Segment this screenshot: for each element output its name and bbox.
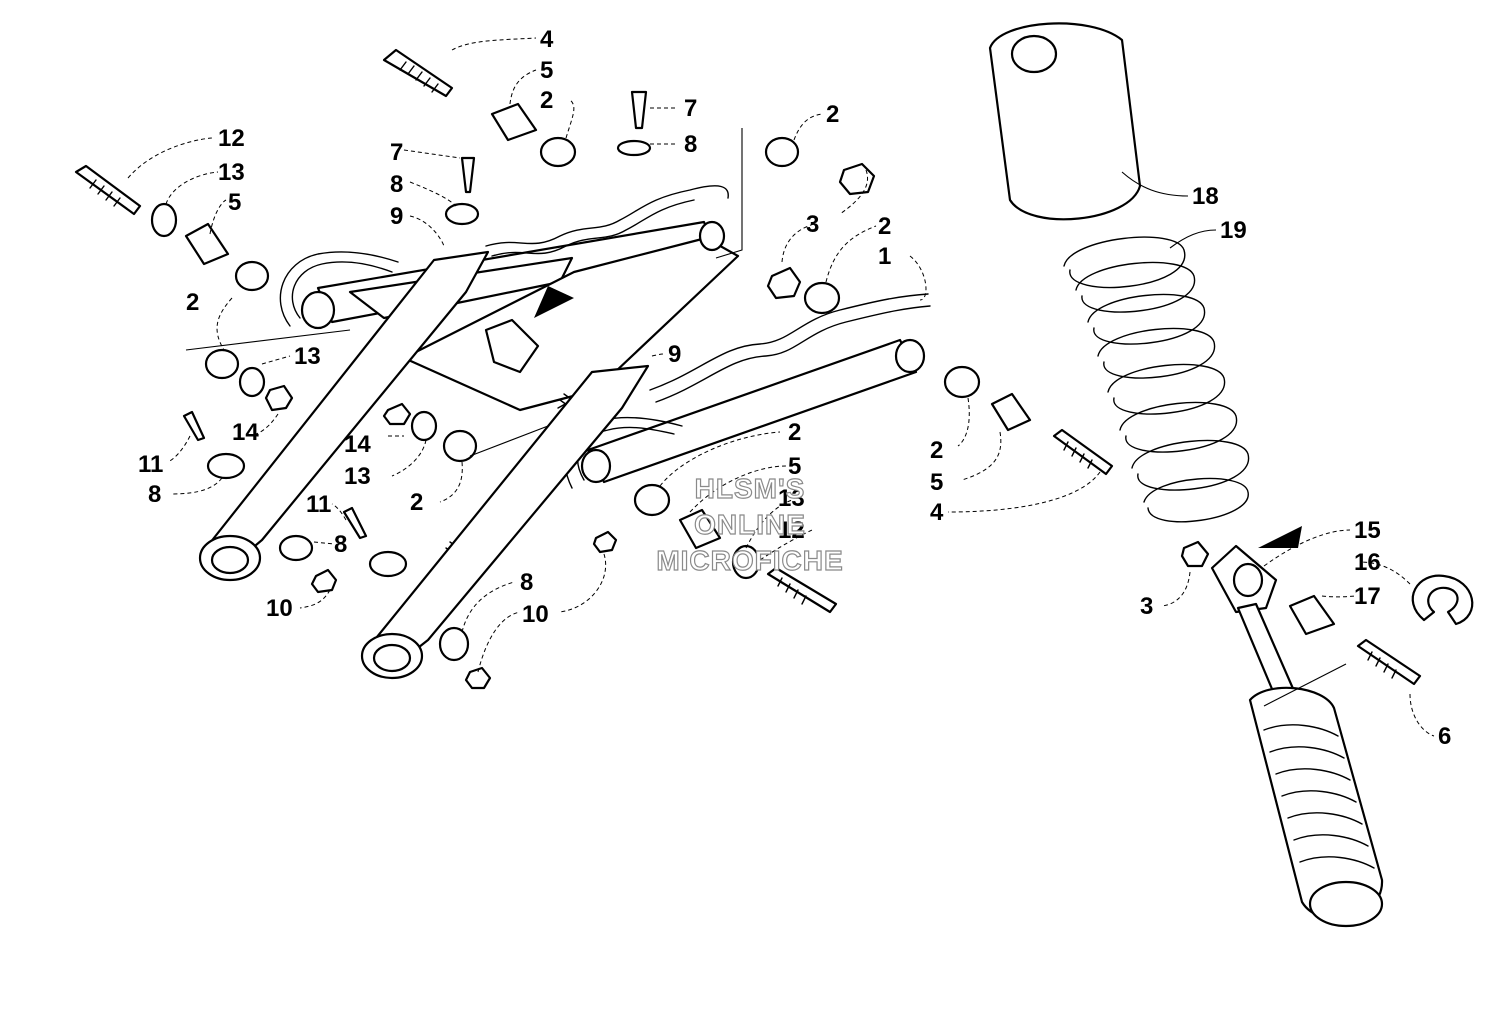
callout-13-lower-left: 13 [294, 343, 321, 370]
washer-13-center [410, 410, 438, 442]
callout-9-right: 9 [668, 341, 681, 368]
callout-8-bottom: 8 [520, 569, 533, 596]
washer-8-center [616, 139, 652, 157]
washer-8-left [444, 202, 480, 226]
rear-link-arm [360, 364, 650, 680]
callout-2-right-front: 2 [878, 213, 891, 240]
callout-13-center: 13 [344, 463, 371, 490]
callout-12-left: 12 [218, 125, 245, 152]
callout-8-center: 8 [684, 131, 697, 158]
callout-10-bottom: 10 [522, 601, 549, 628]
bolt-12-left [74, 164, 142, 216]
callout-4-right: 4 [930, 499, 944, 526]
callout-9-left: 9 [390, 203, 403, 230]
washer-13-lower-front [731, 544, 761, 580]
callout-11-left: 11 [138, 451, 163, 478]
bolt-11-center [342, 506, 368, 540]
bolt-4-right [1052, 428, 1114, 476]
washer-8-center-low-b [368, 550, 408, 578]
nut-14-center [382, 402, 412, 426]
callout-2-top: 2 [540, 87, 553, 114]
nut-3-right-front [766, 266, 802, 300]
shock-boot-18 [988, 22, 1142, 221]
bushing-5-right [990, 392, 1032, 432]
washer-13-left [150, 202, 178, 238]
callout-3-right: 3 [806, 211, 819, 238]
callout-3-shock: 3 [1140, 593, 1153, 620]
watermark-line-2: ONLINE [694, 509, 806, 540]
callout-8-lower-left: 8 [148, 481, 161, 508]
nut-14-lower-left [264, 384, 294, 412]
callout-15: 15 [1354, 517, 1381, 544]
spacer-2-right-rear [764, 136, 800, 168]
clip-16 [1411, 574, 1474, 626]
callout-2-center: 2 [410, 489, 423, 516]
spacer-2-left [234, 260, 270, 292]
spacer-2-right-front [803, 281, 841, 315]
callout-2-left: 2 [186, 289, 199, 316]
spacer-2-center [442, 429, 478, 463]
callout-2-right-rear: 2 [826, 101, 839, 128]
washer-8-lower-left [206, 452, 246, 480]
bushing-5-lower-front [678, 508, 722, 550]
callout-1: 1 [878, 243, 891, 270]
shock-spring-19 [1063, 236, 1249, 523]
washer-8-center-low [278, 534, 314, 562]
callout-10-left: 10 [266, 595, 293, 622]
spacer-2-lower-left [204, 348, 240, 380]
bolt-6 [1356, 638, 1422, 686]
callout-5-left: 5 [228, 189, 241, 216]
bolt-7-center [630, 90, 648, 130]
leader-lines [127, 37, 1435, 737]
nut-10-left [310, 568, 338, 594]
callout-13-lower-front: 13 [778, 485, 805, 512]
callout-19: 19 [1220, 217, 1247, 244]
eyelet-15 [1232, 562, 1264, 598]
callout-8-left: 8 [390, 171, 403, 198]
callout-5-top: 5 [540, 57, 553, 84]
callout-5-right: 5 [930, 469, 943, 496]
washer-13-lower-left [238, 366, 266, 398]
spacer-2-right [943, 365, 981, 399]
watermark: HLSM'S ONLINE MICROFICHE [656, 472, 844, 576]
bolt-7-left [460, 156, 476, 194]
callout-18: 18 [1192, 183, 1219, 210]
callout-11-center: 11 [306, 491, 331, 518]
nut-3-shock [1180, 540, 1210, 568]
callout-17: 17 [1354, 583, 1381, 610]
bushing-17 [1288, 594, 1336, 636]
bushing-5-top [490, 102, 538, 142]
nut-front-small [592, 530, 618, 554]
callout-7-left: 7 [390, 139, 403, 166]
bolt-12-lower-front [766, 566, 838, 614]
nut-10-bottom [464, 666, 492, 690]
spacer-2-top [539, 136, 577, 168]
callout-6: 6 [1438, 723, 1451, 750]
callout-14-left: 14 [232, 419, 259, 446]
callout-13-left: 13 [218, 159, 245, 186]
washer-8-bottom [438, 626, 470, 662]
callout-2-right: 2 [930, 437, 943, 464]
callout-7-center: 7 [684, 95, 697, 122]
bolt-4-top [382, 48, 454, 98]
callout-8-center-low: 8 [334, 531, 347, 558]
callout-labels: 4 5 2 7 8 2 3 2 1 12 13 5 7 8 9 2 13 14 … [138, 26, 1451, 750]
front-link-arm [198, 250, 490, 582]
watermark-line-1: HLSM'S [695, 473, 806, 504]
watermark-line-3: MICROFICHE [656, 545, 843, 576]
callout-16: 16 [1354, 549, 1381, 576]
callout-2-lower-front: 2 [788, 419, 801, 446]
callout-12-lower-front: 12 [778, 517, 805, 544]
bolt-11-left [182, 410, 206, 442]
callout-14-center: 14 [344, 431, 371, 458]
shock-absorber [1210, 544, 1384, 928]
callout-5-lower-front: 5 [788, 453, 801, 480]
callout-4-top: 4 [540, 26, 554, 53]
nut-3-right-rear [838, 162, 876, 196]
spacer-2-lower-front [633, 483, 671, 517]
bushing-5-left [184, 222, 230, 266]
